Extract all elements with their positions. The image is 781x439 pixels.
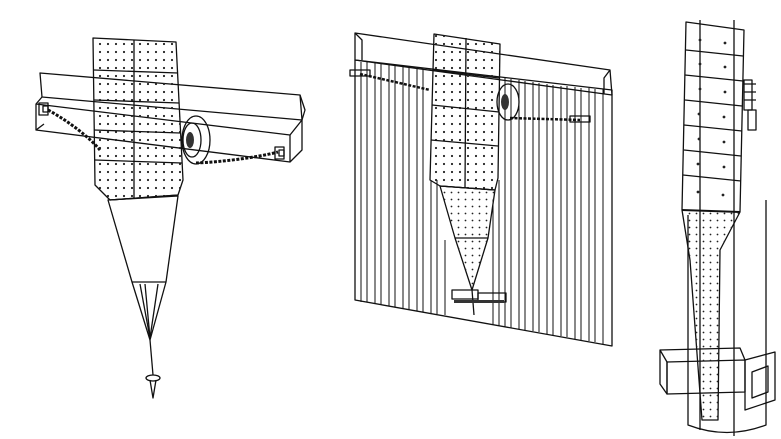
- tail-bracket: [451, 289, 507, 303]
- anchor-chain-right: [195, 150, 279, 165]
- hub-disk: [181, 115, 211, 165]
- top-rail: [354, 32, 613, 96]
- grid-panel-1: [92, 37, 184, 201]
- panel-column-mount: [659, 20, 776, 436]
- beam-bracket-right: [274, 146, 285, 160]
- beam-bracket-left: [38, 102, 49, 116]
- grid-panel-2: [429, 33, 501, 191]
- panel-beam-mount: [35, 37, 306, 399]
- brace-bar-right: [509, 116, 581, 122]
- tall-plate: [681, 21, 745, 421]
- tapered-tail-1: [107, 195, 179, 399]
- panel-wall-mount: [349, 32, 613, 347]
- side-clamp: [743, 79, 757, 131]
- brace-bar-left: [359, 72, 431, 92]
- rail-clamp-left: [349, 69, 371, 77]
- anchor-chain-left: [47, 108, 102, 151]
